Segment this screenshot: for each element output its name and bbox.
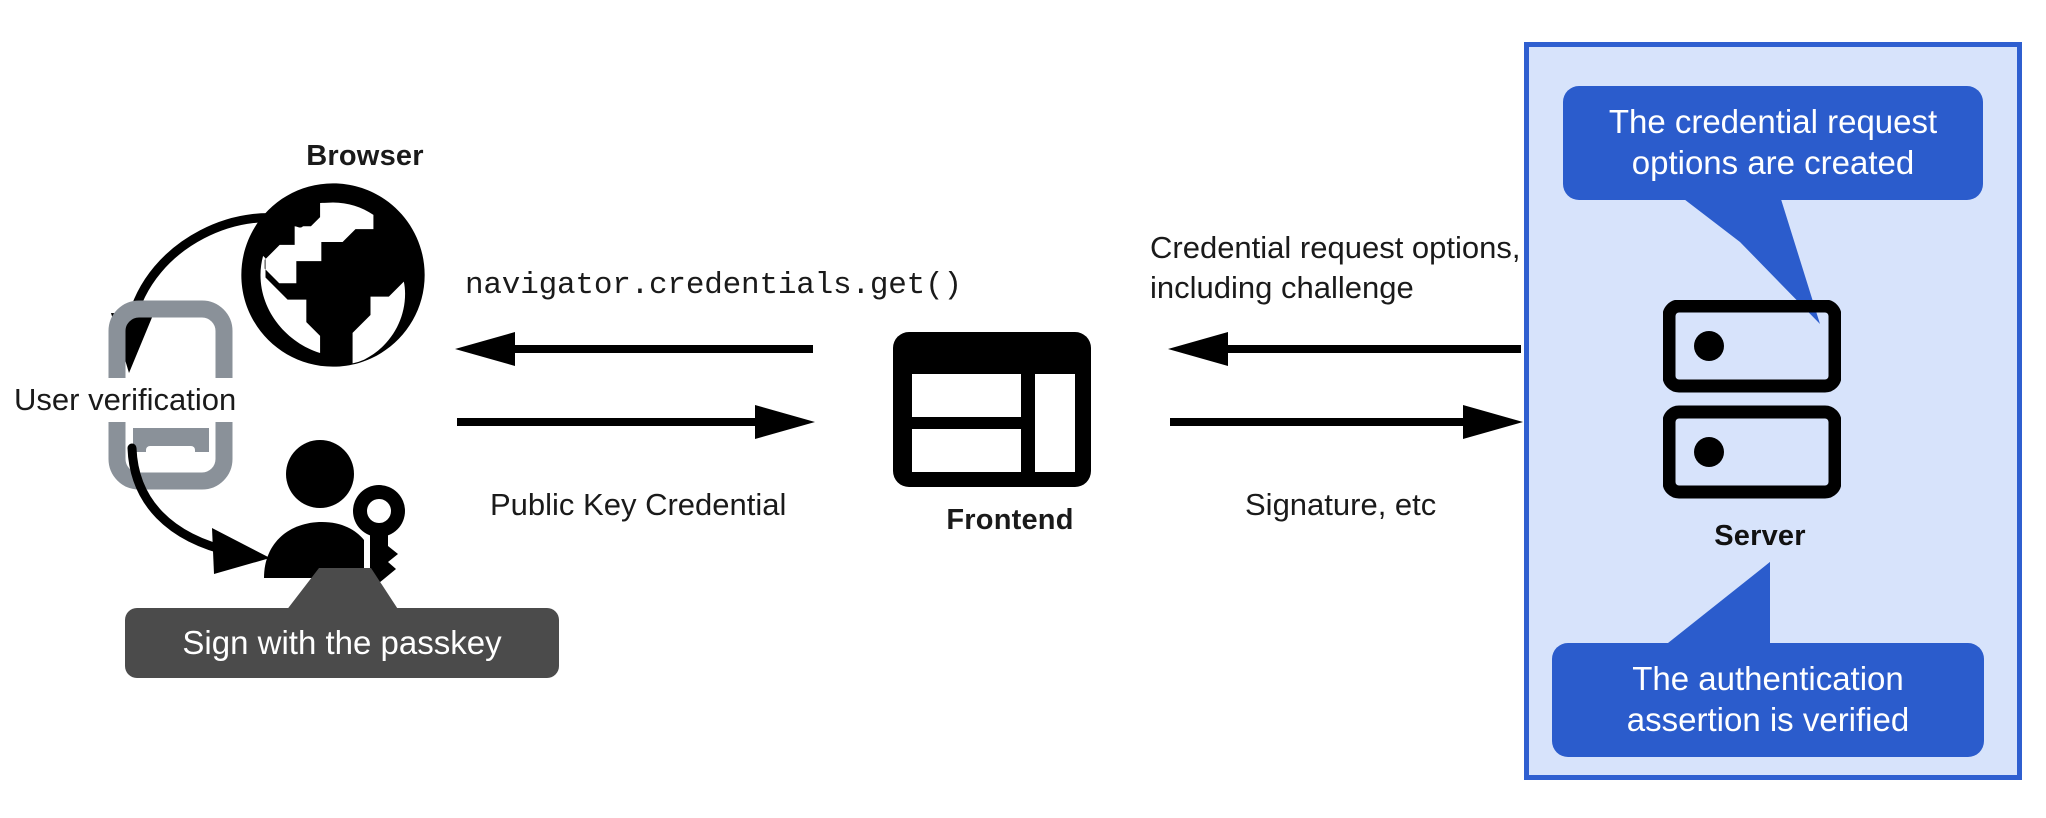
- callout-assertion-verified: The authentication assertion is verified: [1552, 643, 1984, 757]
- arrow-device-to-user: [127, 443, 270, 574]
- label-public-key-credential: Public Key Credential: [490, 487, 787, 522]
- arrow-browser-to-frontend: [457, 405, 815, 439]
- arrow-frontend-to-server: [1170, 405, 1523, 439]
- label-navigator-credentials-get: navigator.credentials.get(): [465, 268, 962, 303]
- label-user-verification: User verification: [10, 378, 241, 422]
- frontend-label: Frontend: [946, 504, 1074, 536]
- person-with-key-icon: [264, 440, 405, 583]
- callout-credential-options-created: The credential request options are creat…: [1563, 86, 1983, 200]
- browser-label: Browser: [306, 140, 424, 172]
- server-label: Server: [1714, 520, 1806, 552]
- globe-icon: [241, 183, 425, 367]
- tooltip-pointer: [279, 568, 405, 620]
- tooltip-sign-with-passkey: Sign with the passkey: [125, 608, 559, 678]
- arrow-server-to-frontend: [1168, 332, 1521, 366]
- web-layout-icon: [893, 332, 1091, 487]
- arrow-frontend-to-browser: [455, 332, 813, 366]
- label-signature-etc: Signature, etc: [1245, 487, 1437, 522]
- server-racks-icon: [1663, 300, 1841, 499]
- label-credential-request-options: Credential request options, includ​ing c…: [1150, 230, 1521, 305]
